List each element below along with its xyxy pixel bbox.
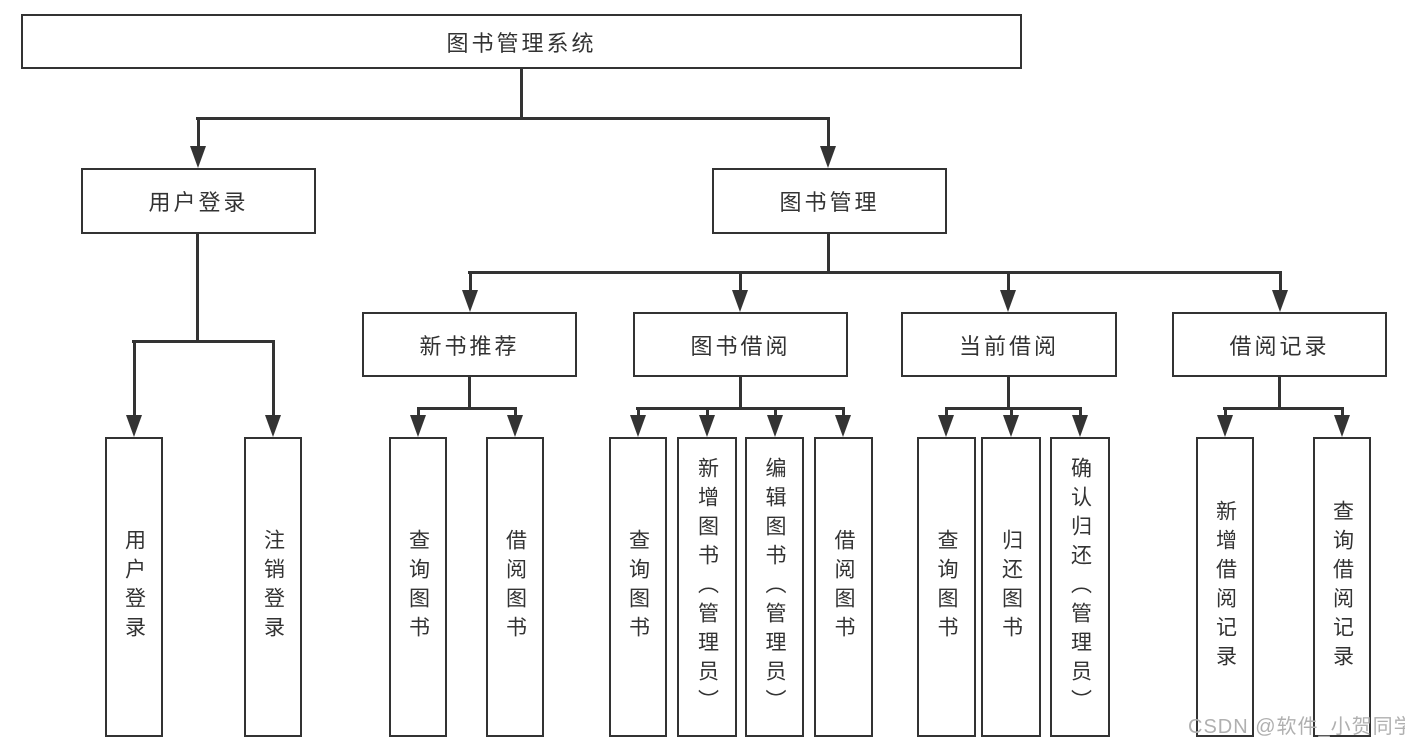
connector-user-login-stub	[196, 233, 199, 343]
node-book-management: 图书管理	[712, 168, 947, 234]
arrow-to-leaf-borrow-book-1	[507, 409, 523, 437]
arrow-to-leaf-return-book	[1003, 409, 1019, 437]
csdn-watermark: CSDN @软件_小贺同学	[1188, 716, 1405, 738]
connector-borrow-records-stub	[1278, 376, 1281, 410]
leaf-query-borrow-record: 查询借阅记录	[1313, 437, 1371, 737]
node-borrow-records: 借阅记录	[1172, 312, 1387, 377]
arrow-to-leaf-logout	[265, 342, 281, 437]
connector-book-mgmt-stub	[827, 233, 830, 274]
connector-level1-bus	[196, 117, 830, 120]
connector-new-book-rec-bus	[417, 407, 517, 410]
arrow-to-book-borrow	[732, 273, 748, 312]
connector-borrow-records-bus	[1223, 407, 1344, 410]
arrow-to-leaf-query-book-1	[410, 409, 426, 437]
arrow-to-book-mgmt	[820, 118, 836, 168]
leaf-confirm-return-admin: 确认归还（管理员）	[1050, 437, 1110, 737]
arrow-to-new-book-rec	[462, 273, 478, 312]
leaf-logout: 注销登录	[244, 437, 302, 737]
arrow-to-leaf-borrow-book-2	[835, 409, 851, 437]
leaf-borrow-book-recommend: 借阅图书	[486, 437, 544, 737]
arrow-to-leaf-confirm-return	[1072, 409, 1088, 437]
connector-book-borrow-bus	[636, 407, 845, 410]
leaf-query-book-borrow: 查询图书	[609, 437, 667, 737]
node-user-login: 用户登录	[81, 168, 316, 234]
connector-book-borrow-stub	[739, 376, 742, 410]
arrow-to-leaf-query-book-2	[630, 409, 646, 437]
node-current-borrow: 当前借阅	[901, 312, 1117, 377]
node-book-borrow: 图书借阅	[633, 312, 848, 377]
arrow-to-leaf-query-borrow-record	[1334, 409, 1350, 437]
leaf-query-book-current: 查询图书	[917, 437, 976, 737]
leaf-add-borrow-record: 新增借阅记录	[1196, 437, 1254, 737]
leaf-query-book-recommend: 查询图书	[389, 437, 447, 737]
connector-book-mgmt-bus	[468, 271, 1282, 274]
leaf-edit-book-admin: 编辑图书（管理员）	[745, 437, 804, 737]
leaf-borrow-book-2: 借阅图书	[814, 437, 873, 737]
arrow-to-leaf-edit-book	[767, 409, 783, 437]
arrow-to-leaf-query-book-3	[938, 409, 954, 437]
arrow-to-leaf-user-login	[126, 342, 142, 437]
arrow-to-leaf-add-book	[699, 409, 715, 437]
connector-user-login-bus	[132, 340, 275, 343]
connector-current-borrow-bus	[945, 407, 1082, 410]
arrow-to-borrow-records	[1272, 273, 1288, 312]
arrow-to-leaf-add-borrow-record	[1217, 409, 1233, 437]
connector-current-borrow-stub	[1007, 376, 1010, 410]
leaf-add-book-admin: 新增图书（管理员）	[677, 437, 737, 737]
node-new-book-recommend: 新书推荐	[362, 312, 577, 377]
connector-root-stub	[520, 69, 523, 119]
arrow-to-user-login	[190, 118, 206, 168]
leaf-return-book: 归还图书	[981, 437, 1041, 737]
arrow-to-current-borrow	[1000, 273, 1016, 312]
node-root: 图书管理系统	[21, 14, 1022, 69]
connector-new-book-rec-stub	[468, 376, 471, 410]
leaf-user-login: 用户登录	[105, 437, 163, 737]
